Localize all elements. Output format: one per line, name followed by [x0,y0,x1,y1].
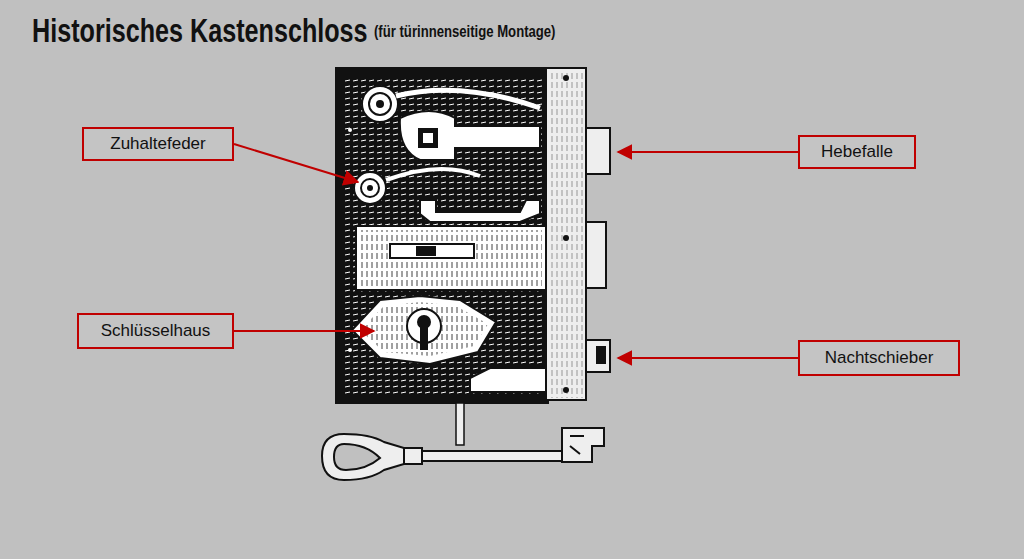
latch-bolt [586,128,610,174]
lock-case [336,68,548,403]
callout-box: Schlüsselhaus [77,313,234,349]
callout-box: Nachtschieber [798,340,960,376]
callout-label: Hebefalle [821,142,893,162]
callout-label: Nachtschieber [825,348,934,368]
face-plate [546,68,586,400]
leader-lines [234,144,798,358]
callout-box: Zuhaltefeder [82,127,234,161]
subtitle-note: (für türinnenseitige Montage) [374,22,555,42]
night-bolt [586,340,610,372]
callout-box: Hebefalle [798,135,916,169]
dead-bolt [586,222,606,288]
key [322,428,604,480]
spindle-pin [456,403,464,445]
callout-label: Zuhaltefeder [110,134,205,154]
callout-label: Schlüsselhaus [101,321,211,341]
diagram-title: Historisches Kastenschloss [32,10,368,50]
